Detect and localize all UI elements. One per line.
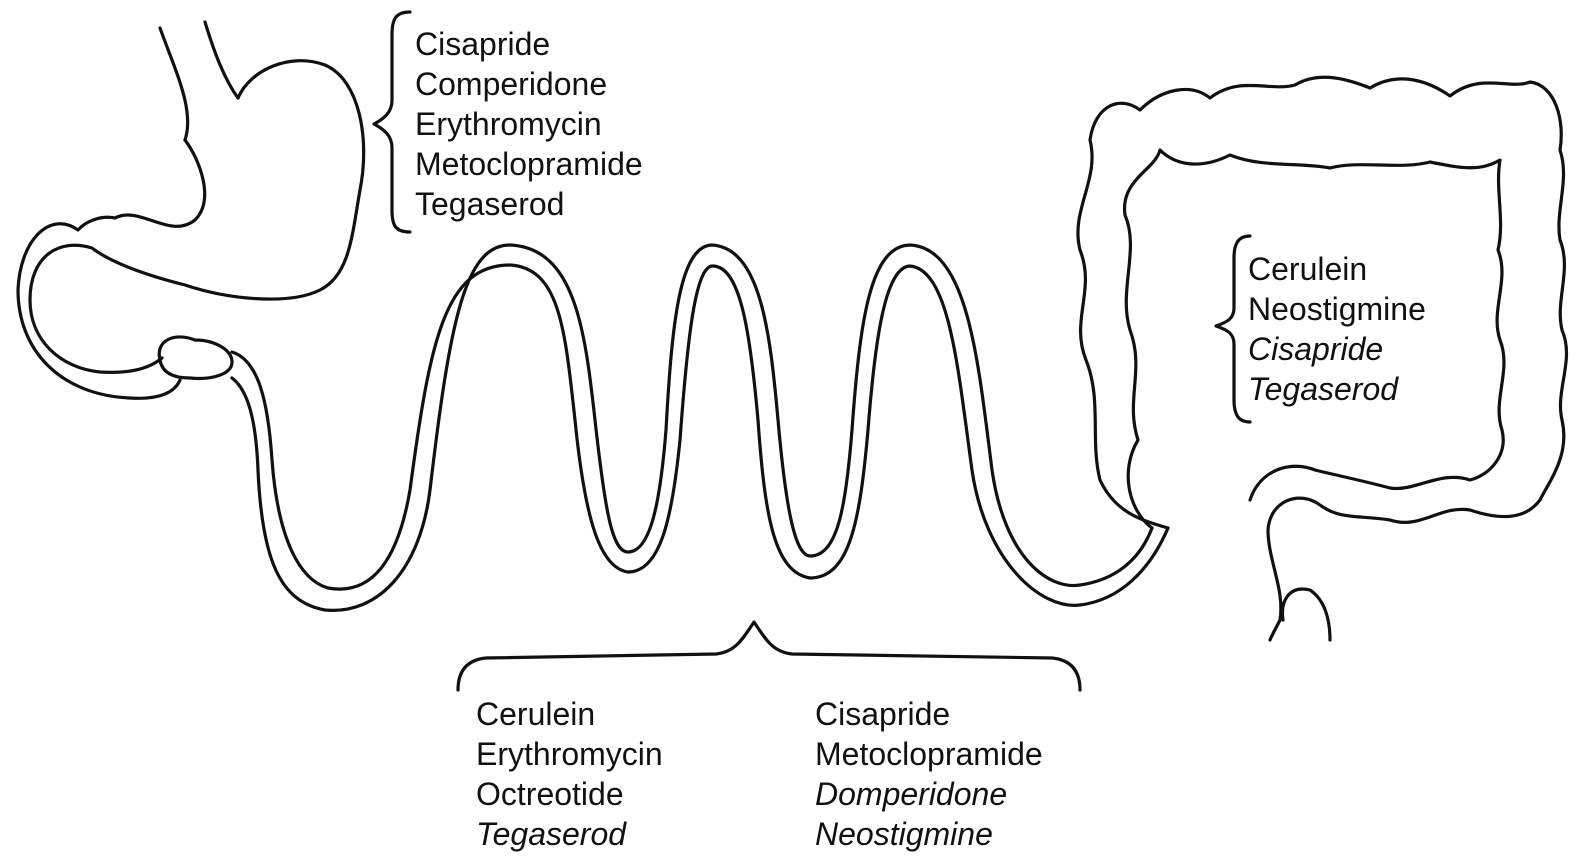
stomach-drug-label-4: Metoclopramide	[415, 146, 643, 182]
small-intestine-right-drug-label-1: Cisapride	[815, 696, 950, 732]
small-intestine-inner-wall	[232, 245, 1152, 610]
stomach-outline	[18, 61, 364, 399]
small-intestine-bracket	[458, 622, 1080, 690]
pylorus	[159, 337, 232, 378]
small-intestine-left-drug-label-1: Cerulein	[476, 696, 595, 732]
small-intestine-right-drug-label-2: Metoclopramide	[815, 736, 1043, 772]
stomach-bracket	[374, 12, 410, 232]
small-intestine-right-drug-label-3: Domperidone	[815, 776, 1007, 812]
stomach-drug-label-2: Comperidone	[415, 66, 607, 102]
small-intestine-drug-list-right: CisaprideMetoclopramideDomperidoneNeosti…	[815, 696, 1043, 852]
small-intestine-left-drug-label-2: Erythromycin	[476, 736, 663, 772]
colon-drug-label-2: Neostigmine	[1248, 291, 1426, 327]
stomach-drug-list: CisaprideComperidoneErythromycinMetoclop…	[415, 26, 643, 222]
colon-drug-label-1: Cerulein	[1248, 251, 1367, 287]
small-intestine-right-drug-label-4: Neostigmine	[815, 816, 993, 852]
esophagus-right-wall	[205, 22, 238, 98]
small-intestine-outer-wall	[232, 265, 1168, 605]
esophagus-left-wall	[160, 28, 188, 140]
colon-drug-label-4: Tegaserod	[1248, 371, 1399, 407]
small-intestine-illustration	[232, 245, 1168, 610]
stomach-drug-label-3: Erythromycin	[415, 106, 602, 142]
colon-drug-label-3: Cisapride	[1248, 331, 1383, 367]
stomach-illustration	[18, 22, 364, 398]
stomach-drug-label-1: Cisapride	[415, 26, 550, 62]
small-intestine-left-drug-label-3: Octreotide	[476, 776, 624, 812]
small-intestine-left-drug-label-4: Tegaserod	[476, 816, 627, 852]
colon-bracket	[1216, 236, 1250, 422]
stomach-drug-label-5: Tegaserod	[415, 186, 564, 222]
